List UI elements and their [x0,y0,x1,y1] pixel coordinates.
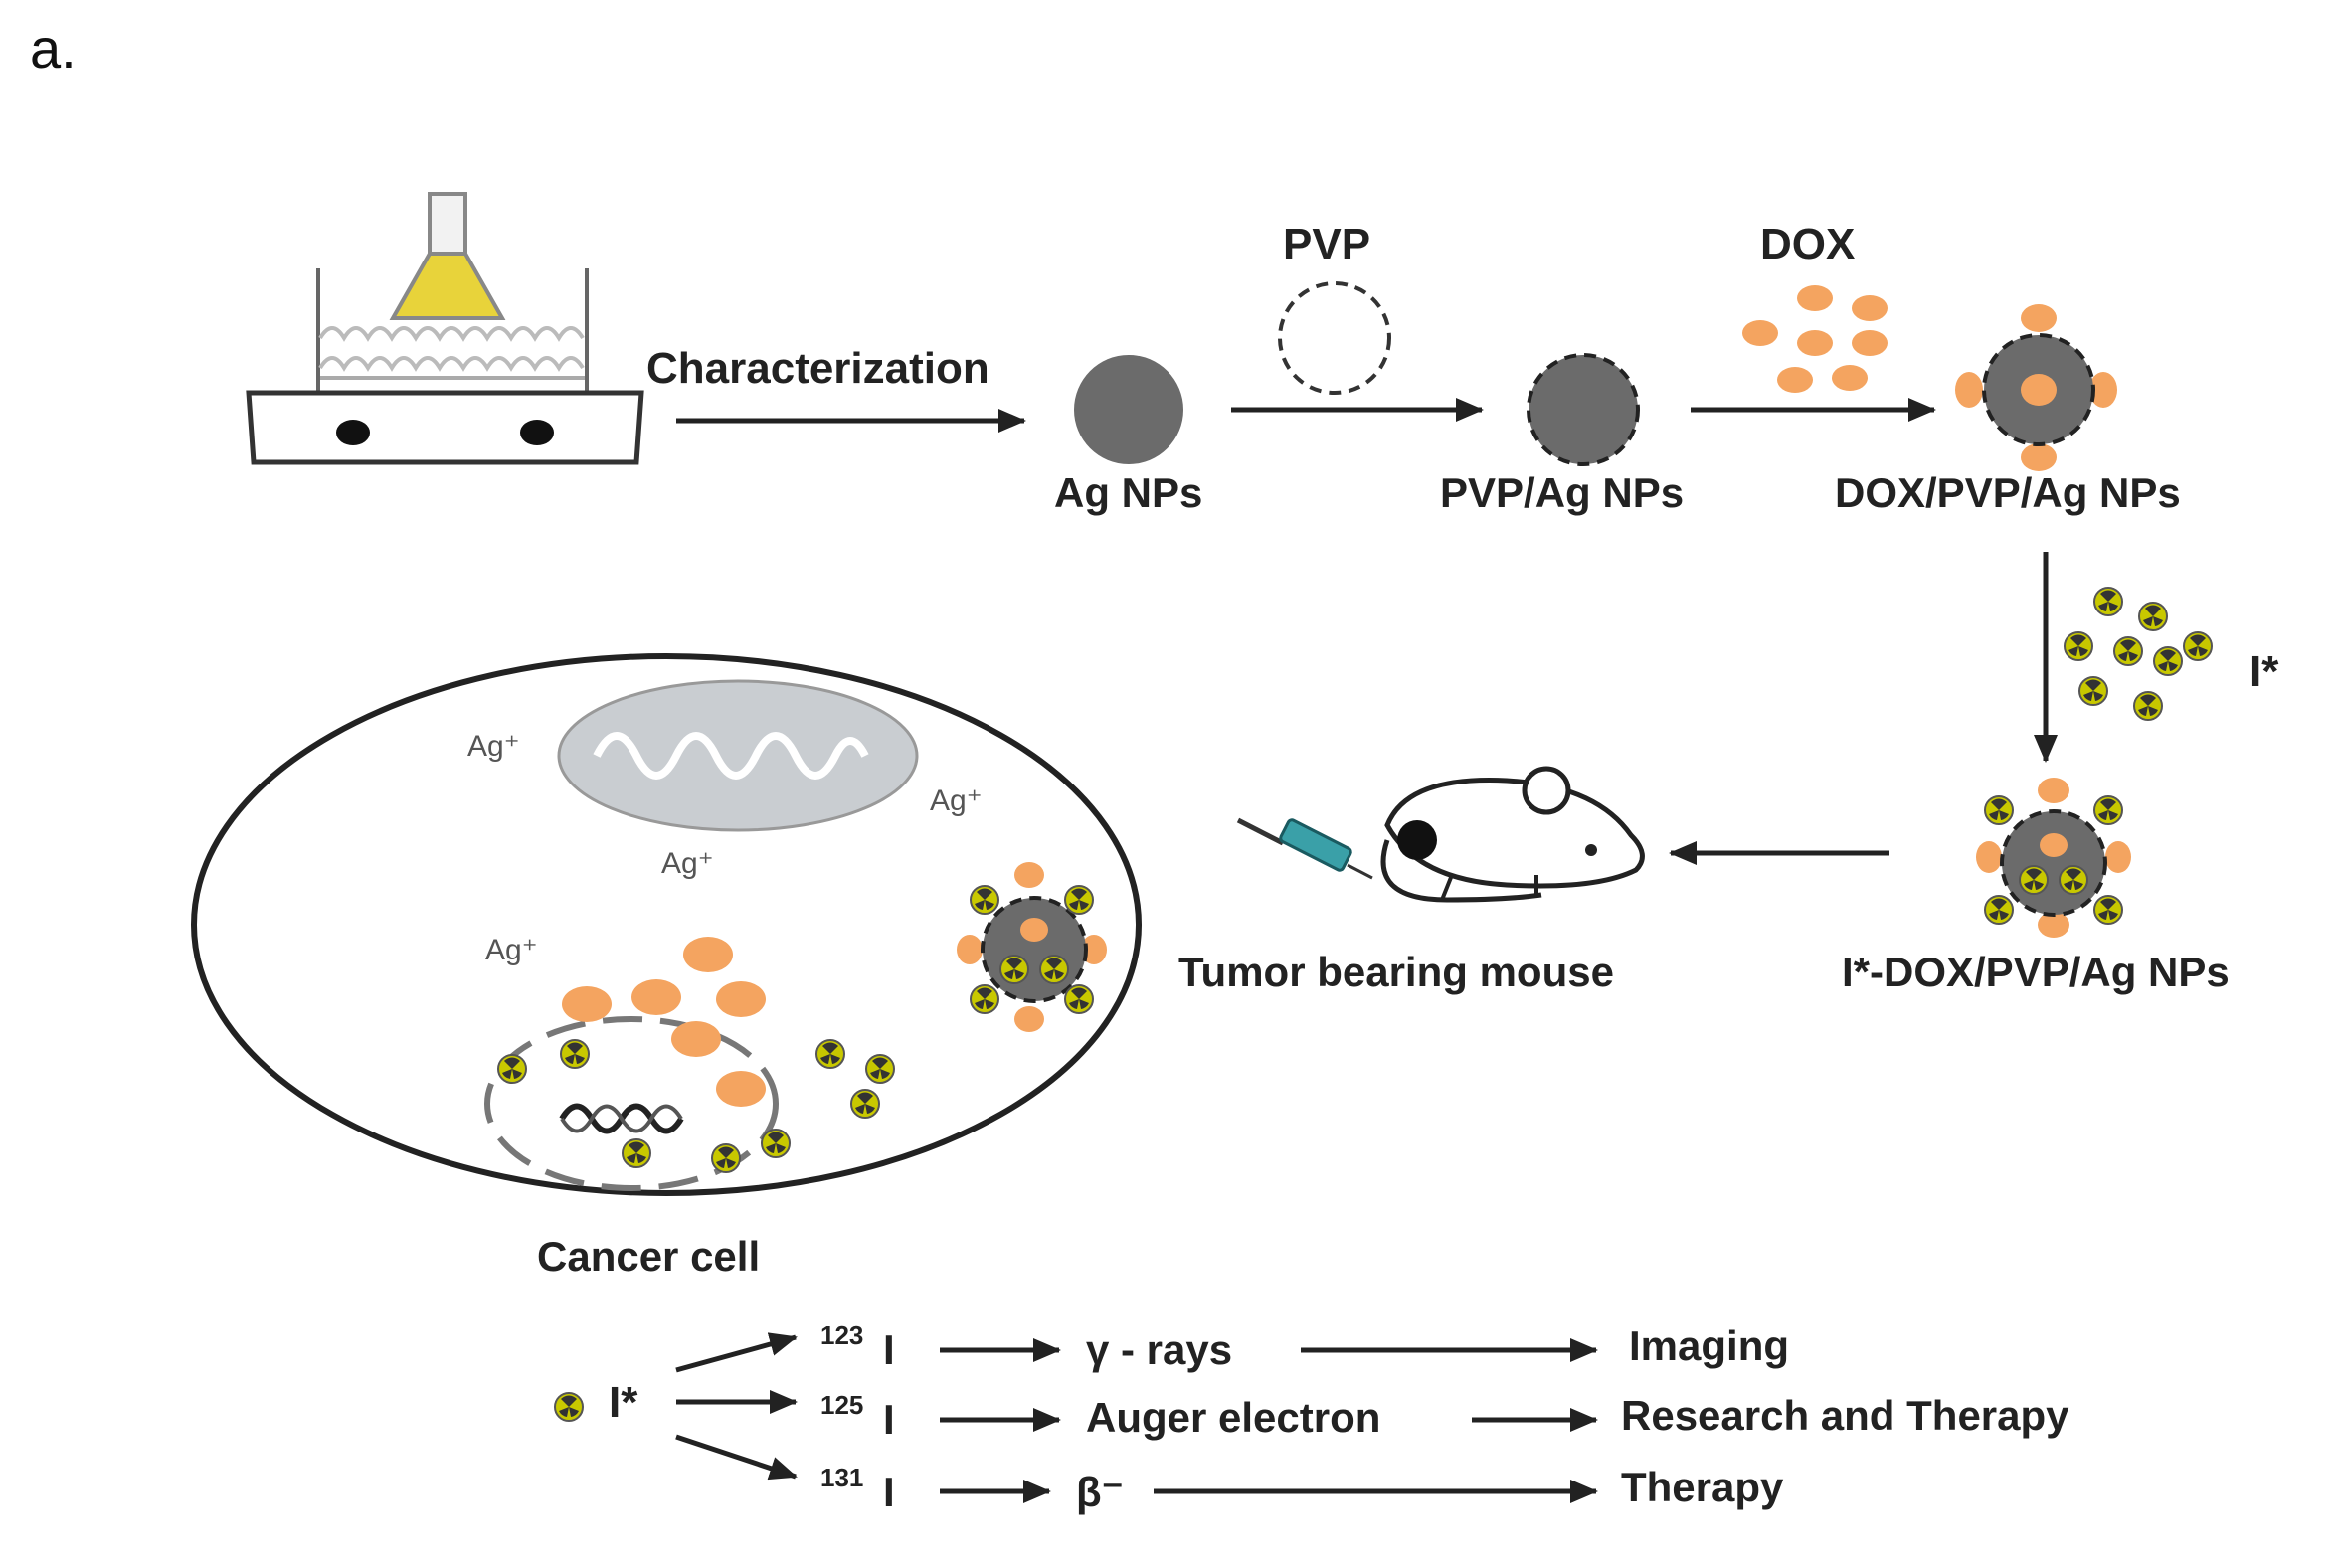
tumor-mouse-icon [1380,766,1645,903]
isotope-2-mass: 125 [820,1390,863,1420]
pvp-shell-icon [1278,281,1391,395]
ag-ion-label-2: Ag⁺ [930,784,983,817]
isotope-3-symbol: I [883,1469,895,1515]
dox-molecules-icon [1742,285,1888,393]
ag-nps-label: Ag NPs [1054,469,1202,516]
isotope-1-use: Imaging [1629,1322,1789,1369]
ag-np-particle [1074,355,1183,464]
radioiodine-cluster-icon [2064,587,2213,721]
cancer-cell-label: Cancer cell [537,1233,760,1280]
legend-i-star: I* [609,1378,638,1427]
isotope-3-mass: 131 [820,1463,863,1492]
isotope-3-emission: β⁻ [1076,1469,1124,1515]
isotope-3-use: Therapy [1621,1464,1784,1510]
ag-ion-label-3: Ag⁺ [661,847,714,880]
i-dox-pvp-ag-np-particle [1976,778,2131,938]
i-dox-pvp-ag-nps-label: I*-DOX/PVP/Ag NPs [1842,949,2230,995]
isotope-1-emission: γ - rays [1086,1326,1232,1373]
pvp-ag-np-particle [1527,353,1640,466]
isotope-2-symbol: I [883,1396,895,1443]
isotope-1-symbol: I [883,1326,895,1373]
panel-label: a. [30,17,77,80]
isotope-2-use: Research and Therapy [1621,1392,2069,1439]
pvp-ag-nps-label: PVP/Ag NPs [1440,469,1684,516]
dox-pvp-ag-nps-label: DOX/PVP/Ag NPs [1835,469,2181,516]
arrow-branch-3 [675,1434,798,1481]
legend-radio-icon [554,1392,584,1422]
i-star-label: I* [2249,647,2279,696]
pvp-label: PVP [1283,220,1370,268]
characterization-label: Characterization [646,344,989,393]
isotope-2-emission: Auger electron [1086,1394,1380,1441]
arrow-branch-1 [675,1332,798,1373]
dox-label: DOX [1760,220,1855,268]
tumor-mouse-label: Tumor bearing mouse [1178,949,1614,995]
hotplate-flask-icon [246,192,644,465]
cancer-cell [191,653,1142,1196]
syringe-icon [1236,817,1373,880]
isotope-1-mass: 123 [820,1320,863,1350]
ag-ion-label-1: Ag⁺ [467,730,520,763]
dox-pvp-ag-np-particle [1955,304,2117,471]
ag-ion-label-4: Ag⁺ [485,934,538,966]
